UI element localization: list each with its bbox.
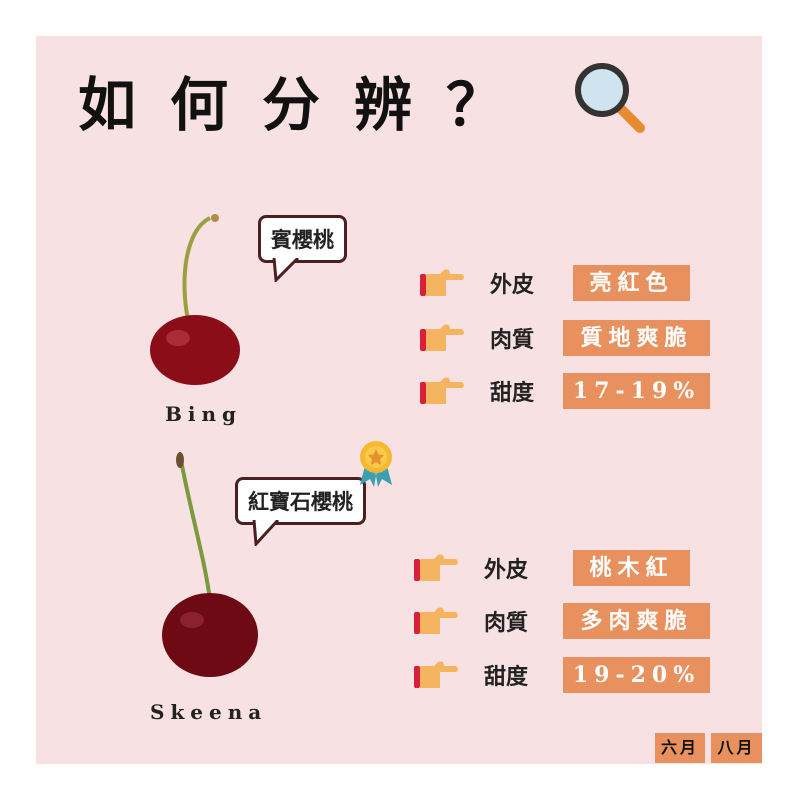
bing-cherry-image <box>150 214 240 385</box>
medal-icon <box>360 441 392 487</box>
attribute-value: 質地爽脆 <box>563 320 710 356</box>
attribute-row: 甜度 19-20% <box>414 657 710 693</box>
attribute-label: 甜度 <box>490 380 535 406</box>
magnifier-icon <box>575 63 645 133</box>
attribute-value: 桃木紅 <box>573 550 690 586</box>
pointing-hand-icon <box>414 553 460 583</box>
attribute-row: 外皮 亮紅色 <box>420 265 690 301</box>
cherry-name-skeena: Skeena <box>150 700 268 724</box>
bubble-tail <box>272 258 300 282</box>
attribute-value: 17-19% <box>563 373 710 409</box>
attribute-label: 外皮 <box>484 557 529 583</box>
pointing-hand-icon <box>420 268 466 298</box>
attribute-label: 肉質 <box>490 327 535 353</box>
pointing-hand-icon <box>420 376 466 406</box>
attribute-value: 亮紅色 <box>573 265 690 301</box>
attribute-row: 外皮 桃木紅 <box>414 550 690 586</box>
pointing-hand-icon <box>414 660 460 690</box>
label-bubble-bing: 賓櫻桃 <box>258 215 347 263</box>
bubble-tail <box>252 520 280 546</box>
skeena-cherry-image <box>162 452 258 677</box>
attribute-row: 肉質 質地爽脆 <box>420 320 710 356</box>
page-title: 如何分辨？ <box>78 71 539 139</box>
month-tag-june: 六月 <box>655 733 705 763</box>
label-bubble-skeena: 紅寶石櫻桃 <box>235 477 366 525</box>
month-tag-august: 八月 <box>711 733 762 763</box>
attribute-value: 多肉爽脆 <box>563 603 710 639</box>
pointing-hand-icon <box>414 606 460 636</box>
attribute-label: 肉質 <box>484 610 529 636</box>
pointing-hand-icon <box>420 323 466 353</box>
attribute-row: 肉質 多肉爽脆 <box>414 603 710 639</box>
attribute-label: 外皮 <box>490 272 535 298</box>
attribute-value: 19-20% <box>563 657 710 693</box>
attribute-label: 甜度 <box>484 664 529 690</box>
attribute-row: 甜度 17-19% <box>420 373 710 409</box>
cherry-name-bing: Bing <box>165 402 243 426</box>
